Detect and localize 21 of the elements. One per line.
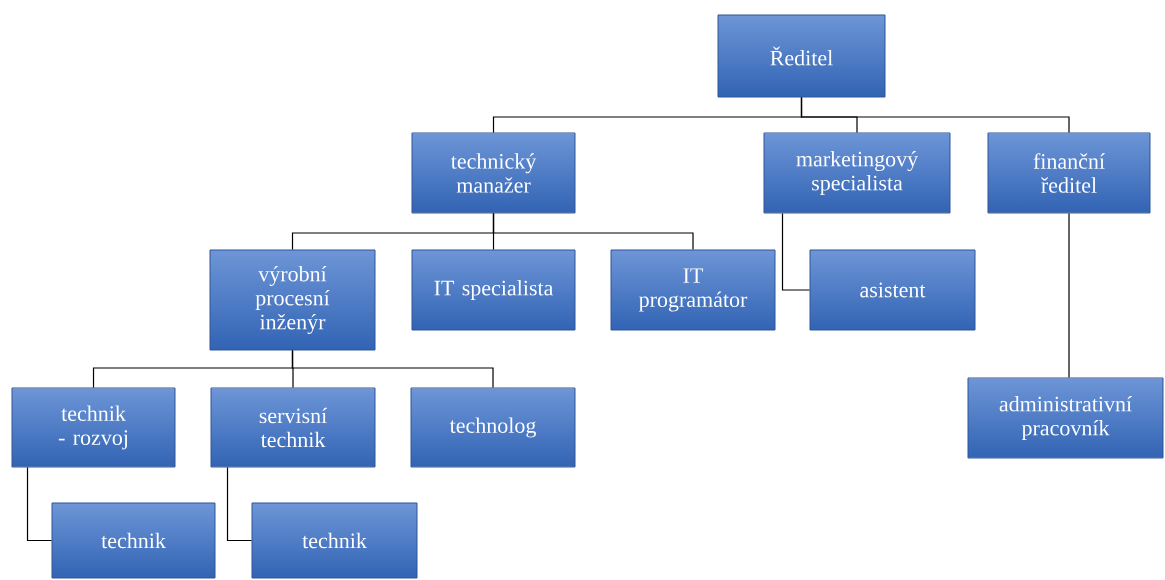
org-box: technik [51, 502, 216, 579]
org-box: finanční ředitel [987, 132, 1151, 214]
connector-line [226, 466, 253, 542]
org-box: asistent [809, 249, 976, 331]
org-box: technik [251, 502, 418, 579]
org-box: marketingový specialista [763, 132, 951, 214]
org-box: IT programátor [610, 249, 776, 331]
connector-line [1068, 212, 1070, 379]
connector-line [800, 96, 1070, 134]
org-box: výrobní procesní inženýr [209, 249, 376, 351]
connector-line [291, 349, 494, 389]
org-box: technický manažer [411, 132, 576, 214]
connector-line [492, 212, 694, 251]
org-box: Ředitel [717, 14, 886, 98]
org-box: IT specialista [411, 249, 576, 331]
org-box: technik - rozvoj [11, 387, 176, 468]
org-box: technolog [410, 387, 576, 468]
org-box: servisní technik [210, 387, 376, 468]
connector-line [26, 466, 53, 542]
org-box: administrativní pracovník [967, 377, 1164, 459]
connector-line [781, 212, 811, 291]
